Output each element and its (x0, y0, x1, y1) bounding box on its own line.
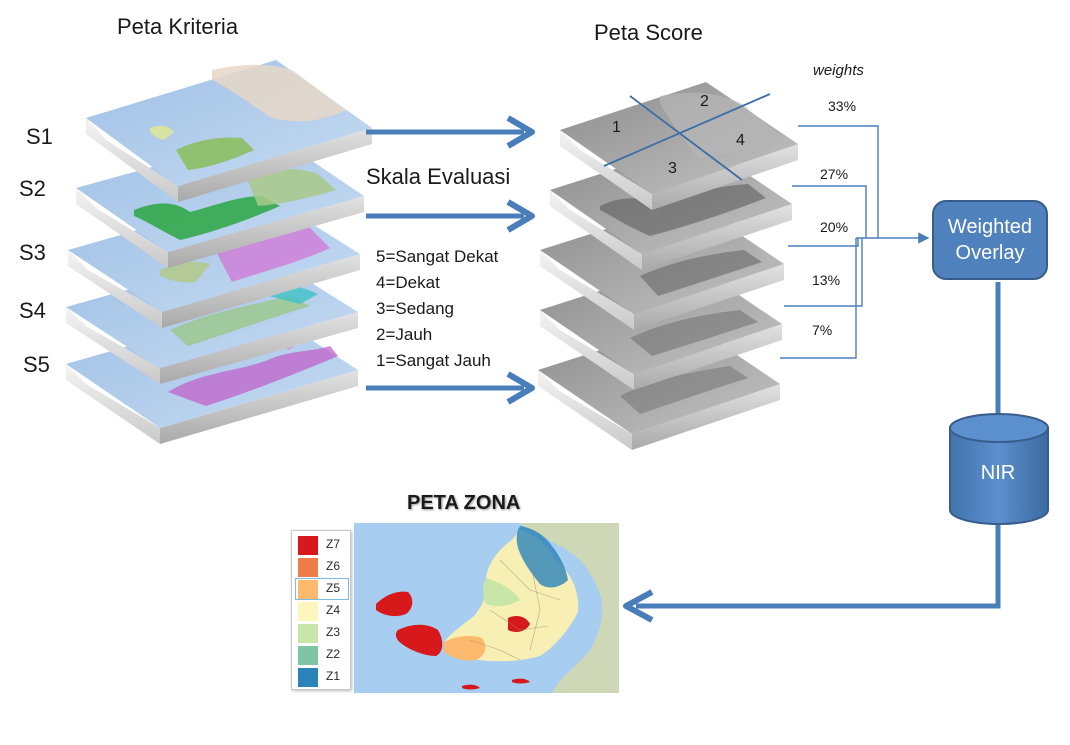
title-peta-zona: PETA ZONA (407, 492, 521, 514)
scale-line-1: 1=Sangat Jauh (376, 351, 491, 370)
connector-w1 (798, 125, 879, 238)
title-peta-score: Peta Score (594, 20, 703, 45)
legend-item-z7: Z7 (296, 535, 348, 555)
map-zone-z1 (516, 526, 568, 588)
map-mainland-east (520, 523, 619, 693)
legend-label: Z7 (326, 537, 341, 551)
map-island-north (376, 591, 413, 617)
map-district-lines (469, 559, 561, 661)
weight-value-3: 20% (820, 219, 849, 235)
legend-swatch (298, 624, 318, 643)
weighted-overlay-box: Weighted Overlay (932, 200, 1048, 280)
quadrant-label-3: 3 (668, 160, 677, 177)
weight-value-2: 27% (820, 166, 849, 182)
output-flow (623, 282, 1001, 623)
nir-label: NIR (980, 462, 1016, 484)
map-zone-z5 (444, 635, 486, 661)
quadrant-divider (603, 93, 771, 167)
legend-label: Z1 (326, 669, 341, 683)
legend-swatch (298, 536, 318, 555)
criteria-layer-stack (66, 60, 372, 444)
score-layer-1 (560, 82, 798, 210)
legend-item-z4: Z4 (296, 601, 348, 621)
quadrant-label-1: 1 (612, 119, 621, 136)
map-islet (462, 684, 480, 690)
scale-line-5: 5=Sangat Dekat (376, 247, 499, 266)
weight-value-1: 33% (828, 98, 857, 114)
legend-swatch (298, 646, 318, 665)
nir-database-icon (949, 413, 1049, 525)
legend-label: Z5 (326, 581, 341, 595)
map-zone-z7-small (508, 616, 530, 632)
scale-line-4: 4=Dekat (376, 273, 440, 292)
criteria-label-s2: S2 (19, 176, 46, 201)
criteria-label-s3: S3 (19, 240, 46, 265)
connector-w5 (780, 238, 857, 359)
flow-nir-to-map (636, 520, 1001, 609)
legend-swatch (298, 602, 318, 621)
connector-w4 (784, 238, 863, 307)
quadrant-label-4: 4 (736, 132, 745, 149)
title-peta-kriteria: Peta Kriteria (117, 14, 239, 39)
weighted-overlay-line1: Weighted (947, 216, 1033, 238)
legend-item-z3: Z3 (296, 623, 348, 643)
quadrant-label-2: 2 (700, 93, 709, 110)
scale-line-2: 2=Jauh (376, 325, 433, 344)
weights-header: weights (813, 62, 864, 79)
weight-value-4: 13% (812, 272, 841, 288)
legend-label: Z6 (326, 559, 341, 573)
flow-arrowhead (623, 589, 654, 623)
zona-map (354, 523, 619, 693)
legend-swatch (298, 668, 318, 687)
arrow-middle (366, 199, 535, 233)
criteria-layer-s1 (86, 60, 372, 202)
scale-heading: Skala Evaluasi (366, 164, 511, 189)
map-island-west (395, 624, 443, 656)
weighted-overlay-line2: Overlay (955, 242, 1025, 264)
criteria-label-s5: S5 (23, 352, 50, 377)
legend-swatch (298, 580, 318, 599)
arrow-bottom (366, 371, 535, 405)
criteria-label-s1: S1 (26, 124, 53, 149)
legend-swatch (298, 558, 318, 577)
connector-w2 (792, 185, 867, 238)
evaluation-arrows (366, 115, 535, 405)
weight-value-5: 7% (812, 322, 833, 338)
scale-line-3: 3=Sedang (376, 299, 454, 318)
connector-w3 (788, 238, 859, 247)
legend-item-z6: Z6 (296, 557, 348, 577)
map-islet (512, 678, 530, 684)
legend-item-z5: Z5 (295, 578, 349, 600)
legend-label: Z2 (326, 647, 341, 661)
criteria-label-s4: S4 (19, 298, 46, 323)
legend-item-z1: Z1 (296, 667, 348, 687)
legend-label: Z3 (326, 625, 341, 639)
weight-connectors (780, 125, 930, 359)
legend-item-z2: Z2 (296, 645, 348, 665)
map-zone-z3 (483, 578, 520, 607)
legend-label: Z4 (326, 603, 341, 617)
score-layer-stack (538, 82, 798, 450)
quadrant-divider (629, 95, 743, 181)
zona-legend: Z7 Z6 Z5 Z4 Z3 Z2 Z1 (291, 530, 351, 690)
arrow-top (366, 115, 535, 149)
